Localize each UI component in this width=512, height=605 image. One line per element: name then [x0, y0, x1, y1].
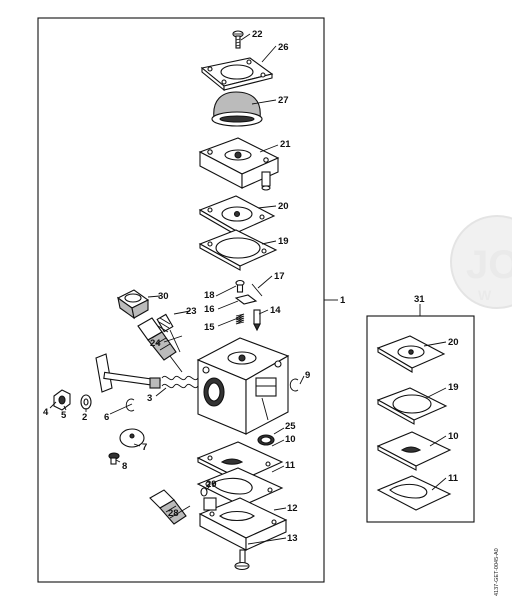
- part-26-cover-plate: [200, 57, 274, 92]
- callout-5: 5: [61, 410, 67, 421]
- callout-25: 25: [285, 421, 296, 432]
- callout-15: 15: [204, 322, 215, 333]
- callout-20: 20: [278, 201, 289, 212]
- callout-24: 24: [150, 338, 161, 349]
- callout-30: 30: [158, 291, 169, 302]
- callout-16: 16: [204, 304, 215, 315]
- callout-8: 8: [122, 461, 127, 472]
- leader-lines: [49, 33, 447, 545]
- part-20-pump-gasket: [198, 195, 276, 237]
- callout-9: 9: [305, 370, 310, 381]
- part-29-ring: [200, 487, 208, 497]
- part-11-gasket: [196, 467, 284, 507]
- kit-callout-19: 19: [448, 382, 459, 393]
- part-24-adjusting-screw: [137, 317, 183, 373]
- part-16-inlet-lever: [234, 294, 258, 305]
- callout-21: 21: [280, 139, 291, 150]
- document-code: 4137-GET-0045-A0: [494, 548, 500, 596]
- callout-13: 13: [287, 533, 298, 544]
- callout-23: 23: [186, 306, 197, 317]
- callout-3: 3: [147, 393, 152, 404]
- part-21-pump-cover: [198, 137, 280, 191]
- part-28-fitting: [149, 489, 187, 525]
- kit-callout-11: 11: [448, 473, 459, 484]
- part-2-washer: [80, 394, 92, 410]
- callout-11: 11: [285, 460, 296, 471]
- callout-10: 10: [285, 434, 296, 445]
- part-17-pin: [251, 283, 263, 297]
- callout-26: 26: [278, 42, 289, 53]
- kit-part-19-diaphragm: [376, 387, 448, 425]
- part-27-primer-bulb: [211, 91, 263, 127]
- callout-29: 29: [206, 479, 217, 490]
- watermark: JO W: [450, 215, 512, 309]
- part-5-nut: [53, 389, 71, 411]
- part-19-pump-diaphragm: [198, 229, 278, 271]
- throttle-shaft: [95, 353, 161, 393]
- watermark-text: JO: [466, 243, 512, 287]
- part-7-disc: [119, 428, 145, 448]
- kit-callout-10: 10: [448, 431, 459, 442]
- callout-7: 7: [142, 442, 147, 453]
- kit-part-11-gasket: [376, 475, 452, 511]
- callout-22: 22: [252, 29, 263, 40]
- part-13-screw: [234, 549, 250, 571]
- part-12-end-cover: [198, 497, 288, 551]
- callout-4: 4: [43, 407, 49, 418]
- callout-labels: 22 26 27 21 20 19 17 18 16 14 15 30 23 2…: [43, 29, 459, 544]
- callout-17: 17: [274, 271, 285, 282]
- callout-31: 31: [414, 294, 425, 305]
- part-22-screw: [232, 30, 244, 49]
- kit-part-20-gasket: [376, 335, 446, 373]
- part-18-screw: [235, 279, 245, 293]
- callout-1: 1: [340, 295, 346, 306]
- part-6-circlip: [125, 398, 135, 412]
- callout-2: 2: [82, 412, 87, 423]
- part-3-spring: [161, 375, 199, 389]
- callout-28: 28: [168, 508, 179, 519]
- callout-19: 19: [278, 236, 289, 247]
- part-9-circlip: [289, 378, 299, 392]
- carburetor-body: [196, 337, 290, 435]
- part-30-limiter-cap: [116, 289, 150, 320]
- callout-14: 14: [270, 305, 281, 316]
- part-14-inlet-needle: [253, 309, 261, 332]
- callout-18: 18: [204, 290, 215, 301]
- part-23-adjusting-screw: [156, 313, 181, 353]
- watermark-subtext: W: [478, 287, 492, 303]
- kit-callout-20: 20: [448, 337, 459, 348]
- part-25-strainer: [257, 434, 275, 446]
- callout-27: 27: [278, 95, 289, 106]
- part-8-screw: [108, 452, 120, 465]
- callout-6: 6: [104, 412, 109, 423]
- part-15-spring: [235, 313, 245, 325]
- kit-part-10-diaphragm: [376, 431, 452, 471]
- callout-12: 12: [287, 503, 298, 514]
- gasket-kit-frame: [366, 315, 475, 523]
